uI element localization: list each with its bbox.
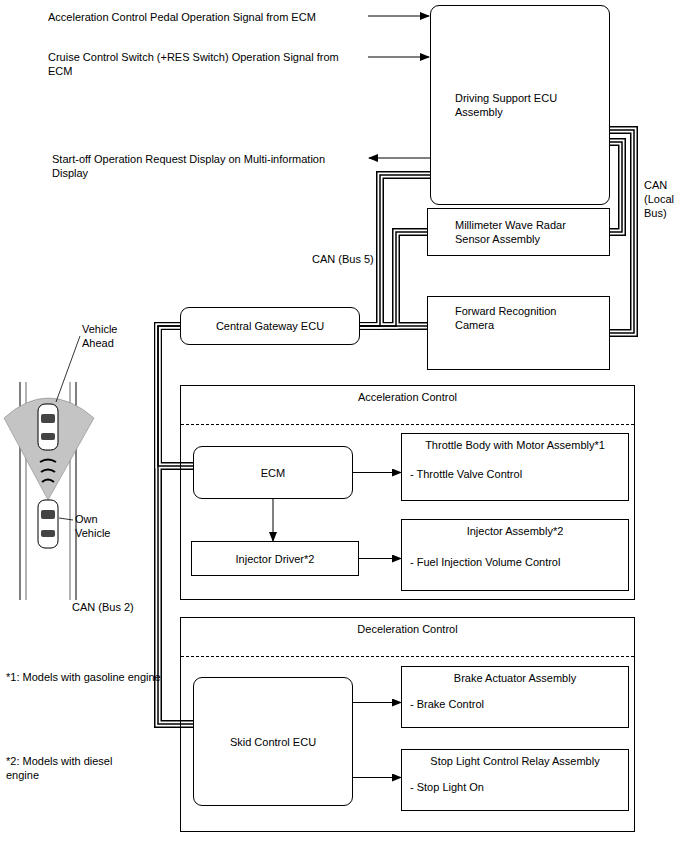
signal-arrow <box>368 57 429 58</box>
can-bus <box>610 142 622 232</box>
node-title: Injector Assembly*2 <box>408 524 622 538</box>
node-body: - Brake Control <box>408 685 622 723</box>
can-bus <box>360 175 430 326</box>
signal-arrow <box>273 499 274 541</box>
can-bus <box>158 326 193 466</box>
label-text: Vehicle Ahead <box>82 322 132 350</box>
label-text: CAN (Local Bus) <box>644 178 684 220</box>
signal-arrow <box>353 777 401 778</box>
can-bus <box>360 232 427 326</box>
node-title: Brake Actuator Assembly <box>408 671 622 685</box>
node-title: ECM <box>261 466 285 480</box>
can-bus <box>610 130 634 333</box>
can-bus <box>360 325 427 327</box>
can-bus <box>360 175 430 326</box>
label-text: CAN (Bus 5) <box>312 252 392 266</box>
component-box: Stop Light Control Relay Assembly- Stop … <box>401 749 629 811</box>
label-text: *2: Models with diesel engine <box>6 754 146 782</box>
label-text: Start-off Operation Request Display on M… <box>52 152 364 180</box>
component-box: Throttle Body with Motor Assembly*1- Thr… <box>401 433 629 501</box>
label-text: Cruise Control Switch (+RES Switch) Oper… <box>48 50 353 78</box>
node-title: Stop Light Control Relay Assembly <box>408 754 622 768</box>
node-title: Injector Driver*2 <box>236 552 315 566</box>
node-title: Throttle Body with Motor Assembly*1 <box>408 438 622 452</box>
label-text: Acceleration Control Pedal Operation Sig… <box>48 10 366 24</box>
camera-box: Forward Recognition Camera <box>427 296 610 370</box>
ecu-box: Skid Control ECU <box>193 677 353 806</box>
node-title: Central Gateway ECU <box>216 319 324 333</box>
node-title: Skid Control ECU <box>230 735 316 749</box>
node-title: Driving Support ECU Assembly <box>455 91 573 119</box>
node-body: - Throttle Valve Control <box>408 452 622 496</box>
component-box: Injector Assembly*2- Fuel Injection Volu… <box>401 519 629 591</box>
driver-box: Injector Driver*2 <box>191 541 359 576</box>
radar-wave <box>40 460 56 463</box>
vehicle-window <box>41 414 55 423</box>
vehicle-ahead <box>38 404 58 450</box>
can-bus <box>610 130 634 333</box>
sensor-box: Millimeter Wave Radar Sensor Assembly <box>427 208 610 256</box>
leader-line <box>59 518 73 520</box>
gateway-box: Central Gateway ECU <box>180 307 360 345</box>
radar-wave <box>42 480 54 483</box>
leader-line <box>56 336 80 402</box>
signal-arrow <box>368 16 429 17</box>
control-panel: Deceleration ControlSkid Control ECU Brak… <box>180 617 635 832</box>
signal-arrow <box>359 558 401 559</box>
node-body: - Stop Light On <box>408 768 622 806</box>
radar-fan <box>4 398 94 500</box>
can-bus <box>158 326 193 466</box>
ecu-box: Driving Support ECU Assembly <box>430 5 610 205</box>
can-bus <box>360 324 427 329</box>
vehicle-window <box>41 433 55 440</box>
control-panel: Acceleration ControlECM Throttle Body wit… <box>180 385 635 600</box>
can-bus <box>360 175 430 326</box>
label-text: Own Vehicle <box>75 512 125 540</box>
can-bus <box>158 326 193 466</box>
label-text: CAN (Bus 2) <box>72 600 152 614</box>
can-bus <box>360 232 427 326</box>
node-title: Acceleration Control <box>358 390 457 404</box>
signal-arrow <box>353 702 401 703</box>
own-vehicle <box>38 500 58 548</box>
vehicle-window <box>41 510 55 519</box>
can-bus <box>610 130 634 333</box>
node-title: Millimeter Wave Radar Sensor Assembly <box>455 218 585 246</box>
can-bus <box>610 142 622 232</box>
radar-wave <box>41 470 55 473</box>
node-body: - Fuel Injection Volume Control <box>408 538 622 586</box>
can-bus <box>360 232 427 326</box>
can-bus <box>610 142 622 232</box>
signal-arrow <box>353 472 401 473</box>
component-box: Brake Actuator Assembly- Brake Control <box>401 666 629 728</box>
vehicle-window <box>41 530 55 537</box>
label-text: *1: Models with gasoline engine <box>6 670 166 684</box>
node-title: Deceleration Control <box>357 622 457 636</box>
node-title: Forward Recognition Camera <box>455 304 580 332</box>
signal-arrow <box>369 158 430 159</box>
ecu-box: ECM <box>193 446 353 499</box>
